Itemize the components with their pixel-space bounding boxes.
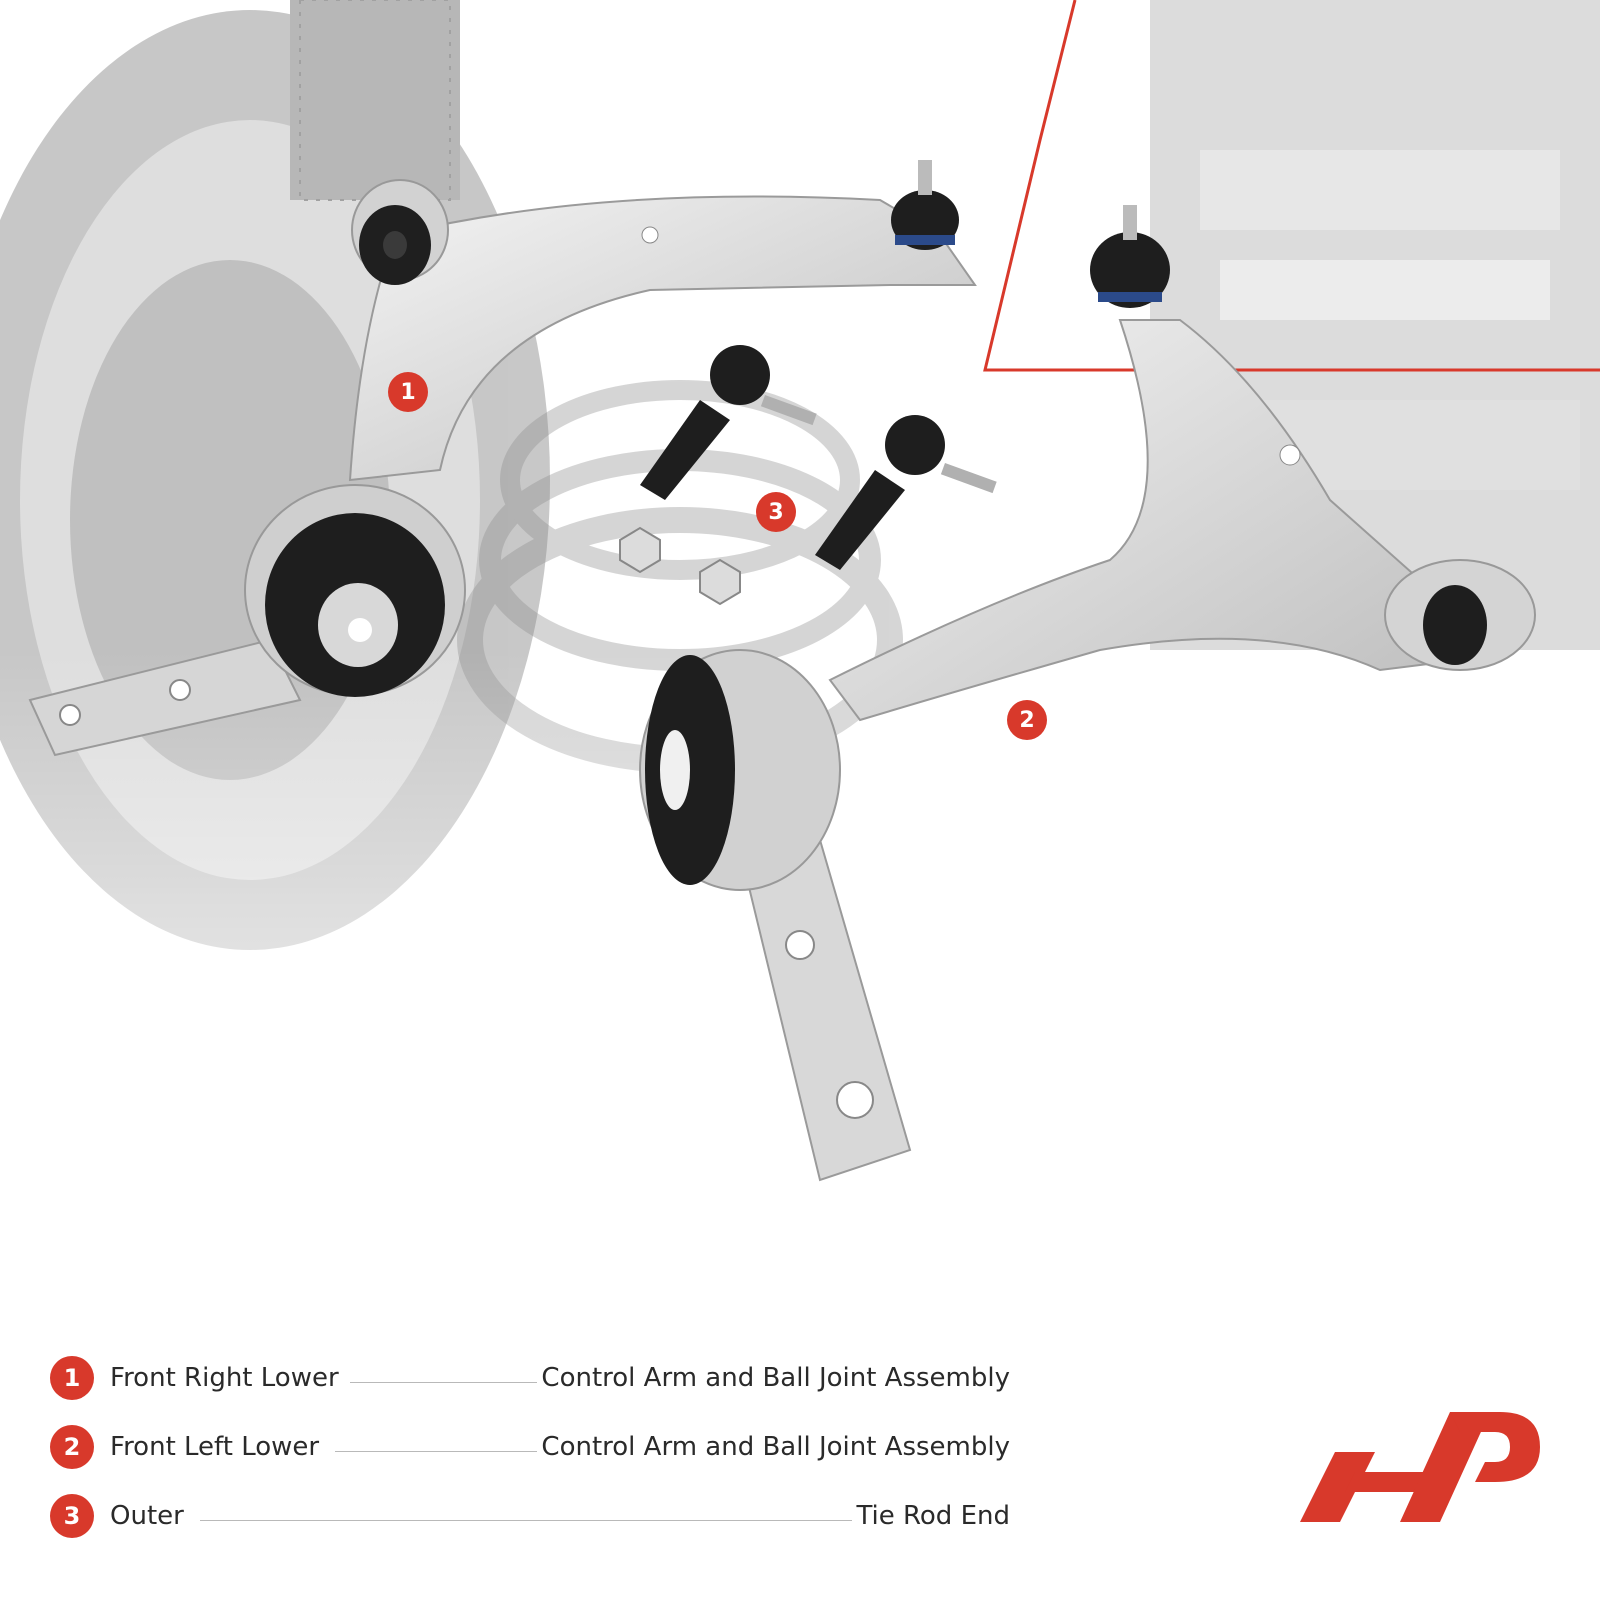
- control-arm-2: [639, 205, 1536, 1182]
- legend-part-position-3: Outer: [110, 1501, 188, 1531]
- inset-frame: [983, 0, 1600, 372]
- legend-part-position-1: Front Right Lower: [110, 1363, 343, 1393]
- legend-row-1: 1 Front Right Lower Control Arm and Ball…: [50, 1356, 1010, 1402]
- legend-part-type-1: Control Arm and Ball Joint Assembly: [537, 1363, 1010, 1393]
- control-arm-1: [28, 160, 977, 757]
- legend-number-3: 3: [50, 1494, 94, 1538]
- legend-number-1: 1: [50, 1356, 94, 1400]
- legend-leader-line-1: [350, 1382, 550, 1383]
- callout-part-1: 1: [388, 372, 428, 412]
- legend-leader-line-2: [335, 1451, 550, 1452]
- legend-part-type-2: Control Arm and Ball Joint Assembly: [537, 1432, 1010, 1462]
- legend-row-3: 3 Outer Tie Rod End: [50, 1494, 1010, 1540]
- nuts: [619, 526, 741, 606]
- tie-rod-end-1: [640, 345, 817, 500]
- legend-part-position-2: Front Left Lower: [110, 1432, 324, 1462]
- callout-part-3: 3: [756, 492, 796, 532]
- callout-part-2: 2: [1007, 700, 1047, 740]
- tie-rod-end-2: [815, 415, 997, 570]
- legend-row-2: 2 Front Left Lower Control Arm and Ball …: [50, 1425, 1010, 1471]
- legend-number-2: 2: [50, 1425, 94, 1469]
- brand-logo-icon: [1300, 1412, 1540, 1522]
- legend-leader-line-3: [200, 1520, 900, 1521]
- legend-part-type-3: Tie Rod End: [852, 1501, 1010, 1531]
- product-illustration: [0, 0, 1600, 1300]
